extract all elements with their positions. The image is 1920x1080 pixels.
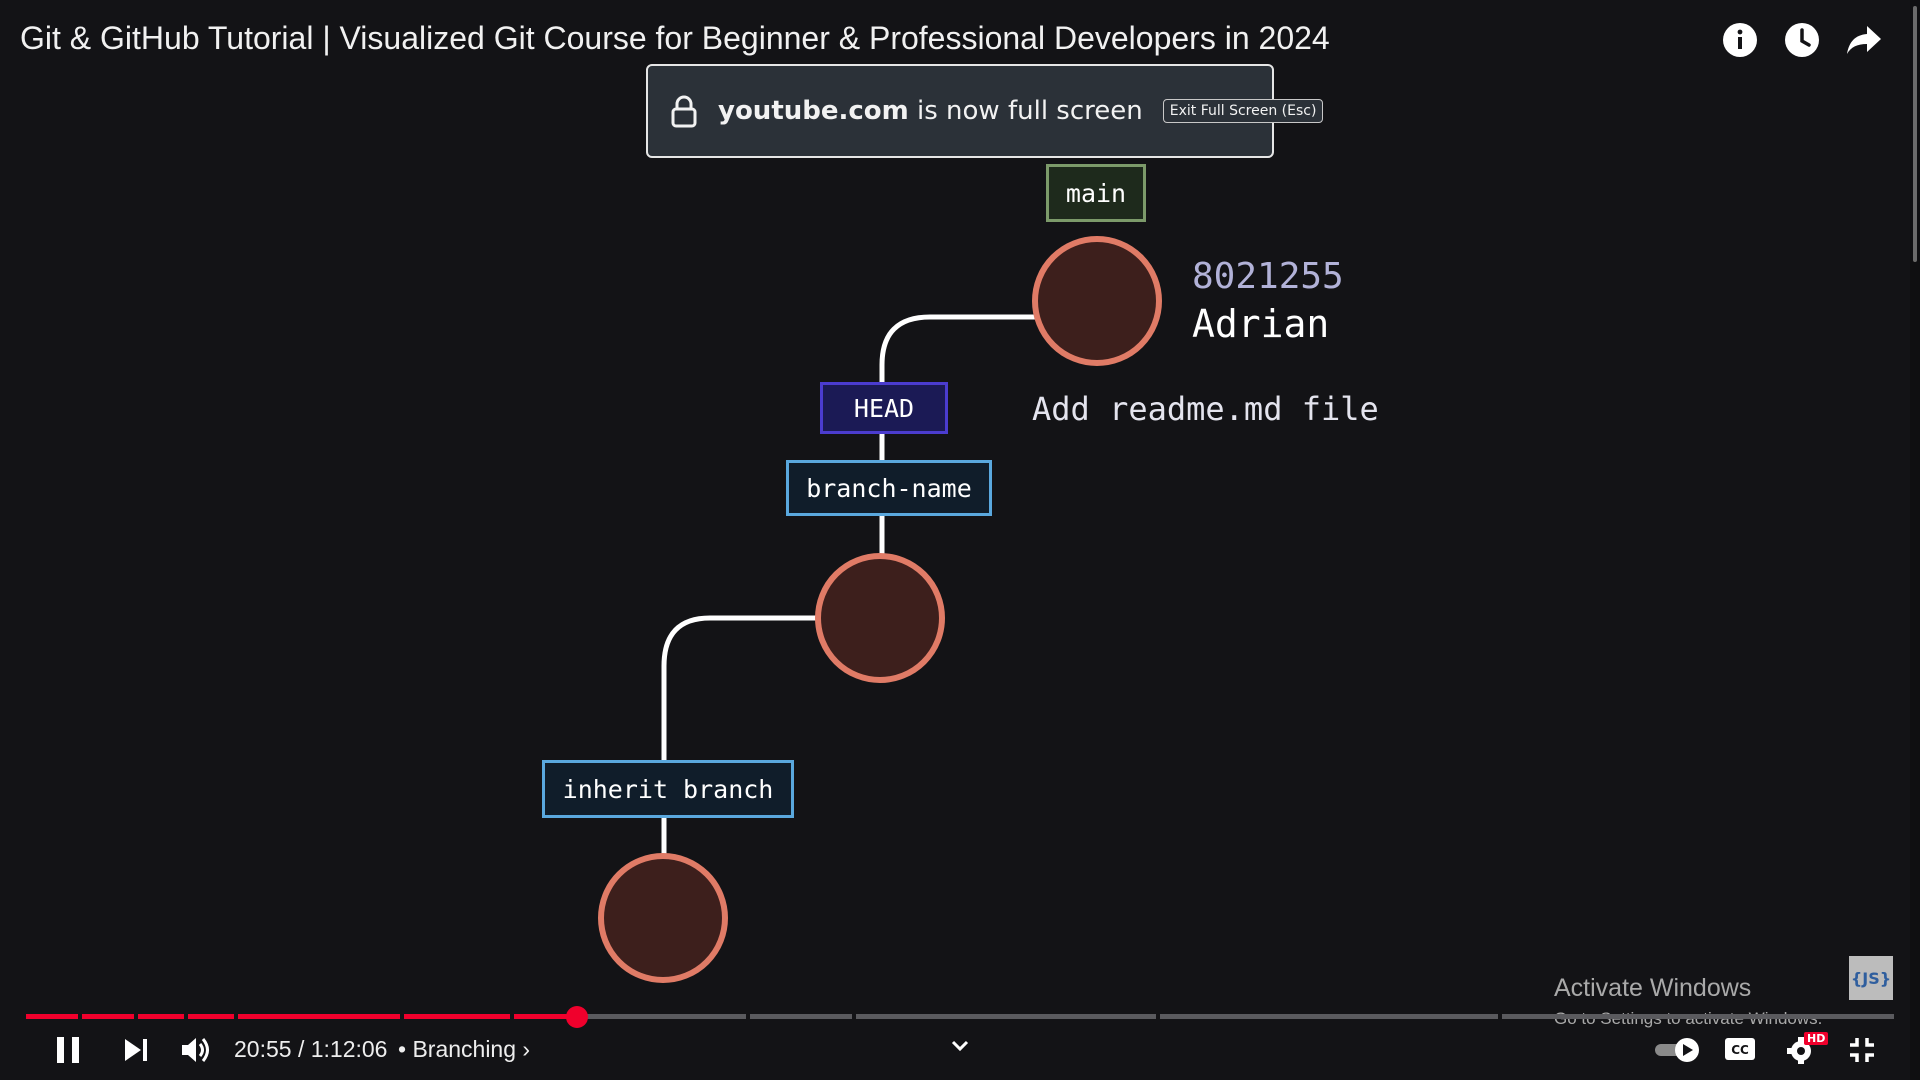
chapter-segment[interactable] [514,1014,576,1019]
head-label: HEAD [820,382,948,434]
chevron-down-icon[interactable] [948,1034,972,1058]
pause-icon[interactable] [50,1032,86,1068]
progress-scrubber[interactable] [566,1006,588,1028]
chapter-segment[interactable] [856,1014,1156,1019]
time-display: 20:55 / 1:12:06 [234,1036,388,1062]
fullscreen-domain: youtube.com [718,96,909,126]
watermark-title: Activate Windows [1554,974,1752,1002]
scrollbar-thumb[interactable] [1913,6,1917,262]
video-title: Git & GitHub Tutorial | Visualized Git C… [20,20,1330,56]
chapter-segment[interactable] [82,1014,134,1019]
watermark-subtitle: Go to Settings to activate Windows. [1554,1009,1822,1029]
chapter-segment[interactable] [26,1014,78,1019]
chapter-segment[interactable] [1502,1014,1894,1019]
chapter-segment[interactable] [750,1014,852,1019]
channel-logo[interactable]: {JS} [1849,956,1893,1000]
commit-node-middle [815,553,945,683]
exit-fullscreen-icon[interactable] [1846,1034,1878,1066]
commit-message: Add readme.md file [1032,390,1379,428]
commit-node-top [1032,236,1162,366]
chapter-button[interactable]: • Branching › [398,1036,531,1062]
chapter-segment[interactable] [404,1014,510,1019]
graph-line-top-branch [879,314,1038,560]
chapter-segment[interactable] [138,1014,184,1019]
settings-gear-icon[interactable]: HD [1784,1030,1829,1068]
commit-node-bottom [598,853,728,983]
fullscreen-notification: youtube.com is now full screen Exit Full… [646,64,1324,158]
exit-fullscreen-button[interactable]: Exit Full Screen (Esc) [1162,99,1324,123]
top-right-actions [1720,18,1884,62]
fullscreen-text: is now full screen [908,96,1143,126]
fullscreen-message: youtube.com is now full screen [718,96,1143,126]
captions-icon[interactable]: CC [1722,1034,1758,1064]
svg-text:CC: CC [1731,1043,1749,1057]
info-icon[interactable] [1720,18,1760,62]
branch-label-inherit: inherit branch [542,760,794,818]
volume-icon[interactable] [176,1032,216,1068]
progress-bar[interactable] [26,1014,1894,1019]
share-arrow-icon[interactable] [1844,18,1884,62]
chapter-segment[interactable] [188,1014,234,1019]
chapter-segment[interactable] [576,1014,746,1019]
branch-label-main: main [1046,164,1146,222]
autoplay-toggle[interactable] [1652,1036,1702,1064]
commit-hash: 8021255 [1192,256,1344,297]
next-video-icon[interactable] [118,1032,154,1068]
commit-author: Adrian [1192,302,1330,346]
branch-label-branch-name: branch-name [786,460,992,516]
chapter-segment[interactable] [238,1014,400,1019]
chapter-segment[interactable] [1160,1014,1498,1019]
windows-activation-watermark: Activate Windows Go to Settings to activ… [1554,974,1822,1029]
watch-later-clock-icon[interactable] [1782,18,1822,62]
scrollbar[interactable] [1910,0,1920,1080]
graph-line-lower-branch [661,615,818,920]
hd-badge: HD [1804,1032,1829,1045]
lock-icon [670,94,698,128]
